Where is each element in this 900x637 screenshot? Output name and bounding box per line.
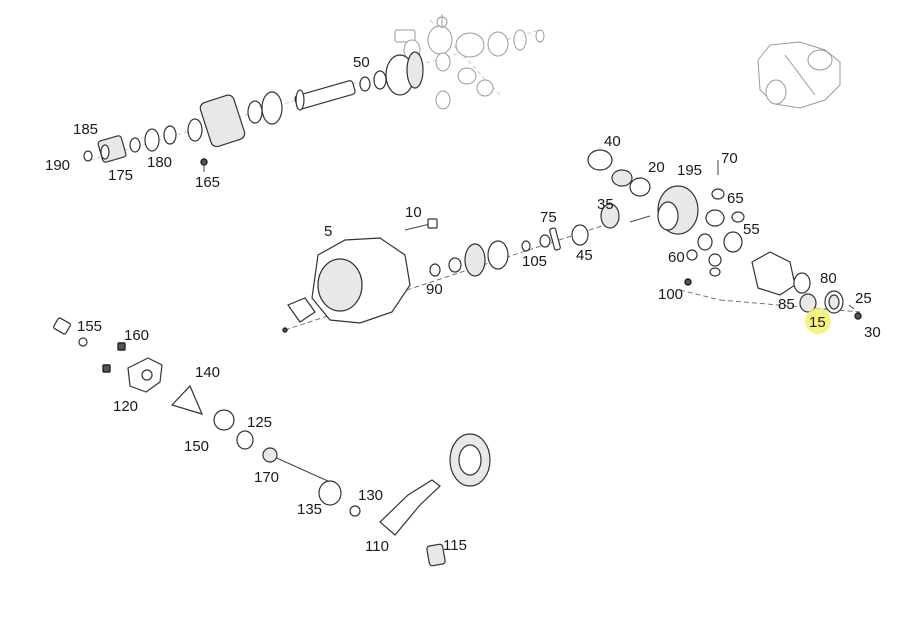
callout-55[interactable]: 55 [743,221,760,238]
callout-65[interactable]: 65 [727,190,744,207]
callout-45[interactable]: 45 [576,247,593,264]
callout-labels: 5 10 15 20 25 30 35 40 45 50 55 60 65 70… [45,54,881,555]
callout-85[interactable]: 85 [778,296,795,313]
callout-165[interactable]: 165 [195,174,220,191]
callout-5[interactable]: 5 [324,223,332,240]
callout-15[interactable]: 15 [809,314,826,331]
callout-185[interactable]: 185 [73,121,98,138]
callout-20[interactable]: 20 [648,159,665,176]
callout-180[interactable]: 180 [147,154,172,171]
assembled-housing-thumbnail [757,41,841,109]
part-highlight-15 [805,308,831,334]
upper-shaft-assembly [83,14,545,172]
callout-50[interactable]: 50 [353,54,370,71]
callout-60[interactable]: 60 [668,249,685,266]
callout-75[interactable]: 75 [540,209,557,226]
callout-160[interactable]: 160 [124,327,149,344]
callout-110[interactable]: 110 [365,538,389,555]
callout-100[interactable]: 100 [658,286,683,303]
callout-30[interactable]: 30 [864,324,881,341]
callout-135[interactable]: 135 [297,501,322,518]
callout-150[interactable]: 150 [184,438,209,455]
callout-125[interactable]: 125 [247,414,272,431]
callout-190[interactable]: 190 [45,157,70,174]
callout-80[interactable]: 80 [820,270,837,287]
callout-90[interactable]: 90 [426,281,443,298]
callout-25[interactable]: 25 [855,290,872,307]
callout-40[interactable]: 40 [604,133,621,150]
callout-120[interactable]: 120 [113,398,138,415]
callout-130[interactable]: 130 [358,487,383,504]
callout-140[interactable]: 140 [195,364,220,381]
callout-170[interactable]: 170 [254,469,279,486]
callout-195[interactable]: 195 [677,162,702,179]
actuator-assembly [53,317,491,567]
ring-gear-differential [587,149,862,320]
callout-35[interactable]: 35 [597,196,614,213]
callout-10[interactable]: 10 [405,204,422,221]
callout-155[interactable]: 155 [77,318,102,335]
callout-175[interactable]: 175 [108,167,133,184]
callout-70[interactable]: 70 [721,150,738,167]
main-housing-assembly [282,203,621,333]
callout-105[interactable]: 105 [522,253,547,270]
callout-115[interactable]: 115 [443,537,467,554]
